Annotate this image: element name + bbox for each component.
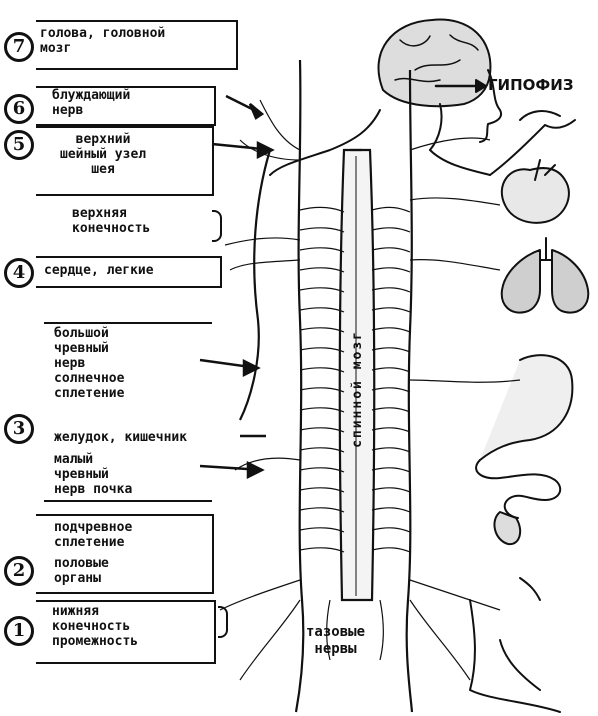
label-hypogastric-line-1: подчревное [54,520,132,535]
label-stomach-line-1: желудок, кишечник [54,430,187,445]
label-greater-splanchnic-line-4: солнечное [54,371,124,386]
label-head-line-1: голова, головной [40,26,165,41]
label-cervical-line-1: верхний [60,132,146,147]
label-pelvic-nerves-line-1: тазовые [306,624,365,641]
label-greater-splanchnic-line-5: сплетение [54,386,124,401]
number-1: 1 [4,616,34,646]
label-pituitary: ГИПОФИЗ [488,78,574,93]
label-cervical: верхний шейный узел шея [60,132,146,177]
rule-lesser-splanchnic [44,500,212,504]
label-pelvic-nerves: тазовые нервы [306,624,365,658]
label-heart-line-1: сердце, легкие [44,263,154,278]
number-3: 3 [4,414,34,444]
label-vagus-line-1: блуждающий [52,88,130,103]
label-genitals-line-1: половые [54,556,109,571]
brain-illustration [378,20,490,107]
label-greater-splanchnic: большой чревный нерв солнечное сплетение [54,326,124,401]
number-5: 5 [4,130,34,160]
label-genitals-line-2: органы [54,571,109,586]
number-2: 2 [4,556,34,586]
label-vagus-line-2: нерв [52,103,130,118]
label-cervical-line-2: шейный узел [60,147,146,162]
lungs-illustration [502,250,540,313]
hand-illustration [490,111,575,175]
number-6: 6 [4,94,34,124]
label-greater-splanchnic-line-2: чревный [54,341,124,356]
stomach-illustration [480,355,572,460]
bracket-lower-limb [218,606,228,638]
label-lower-limb-line-1: нижняя [52,604,138,619]
number-4: 4 [4,258,34,288]
label-greater-splanchnic-line-1: большой [54,326,124,341]
label-hypogastric: подчревное сплетение [54,520,132,550]
label-genitals: половые органы [54,556,109,586]
label-head: голова, головной мозг [40,26,165,56]
label-upper-limb: верхняя конечность [72,206,150,236]
label-upper-limb-line-1: верхняя [72,206,150,221]
label-hypogastric-line-2: сплетение [54,535,132,550]
label-cervical-line-3: шея [60,162,146,177]
label-lower-limb-line-2: конечность [52,619,138,634]
label-pelvic-nerves-line-2: нервы [306,641,365,658]
label-greater-splanchnic-line-3: нерв [54,356,124,371]
label-lower-limb: нижняя конечность промежность [52,604,138,649]
label-lesser-splanchnic-line-1: малый [54,452,132,467]
label-lesser-splanchnic: малый чревный нерв почка [54,452,132,497]
label-stomach: желудок, кишечник [54,430,187,445]
number-7: 7 [4,32,34,62]
label-vagus: блуждающий нерв [52,88,130,118]
label-lesser-splanchnic-line-2: чревный [54,467,132,482]
label-upper-limb-line-2: конечность [72,221,150,236]
label-heart: сердце, легкие [44,263,154,278]
label-head-line-2: мозг [40,41,165,56]
label-lower-limb-line-3: промежность [52,634,138,649]
bracket-upper-limb [212,210,222,242]
label-spinal-cord: спинной мозг [350,330,365,448]
label-lesser-splanchnic-line-3: нерв почка [54,482,132,497]
